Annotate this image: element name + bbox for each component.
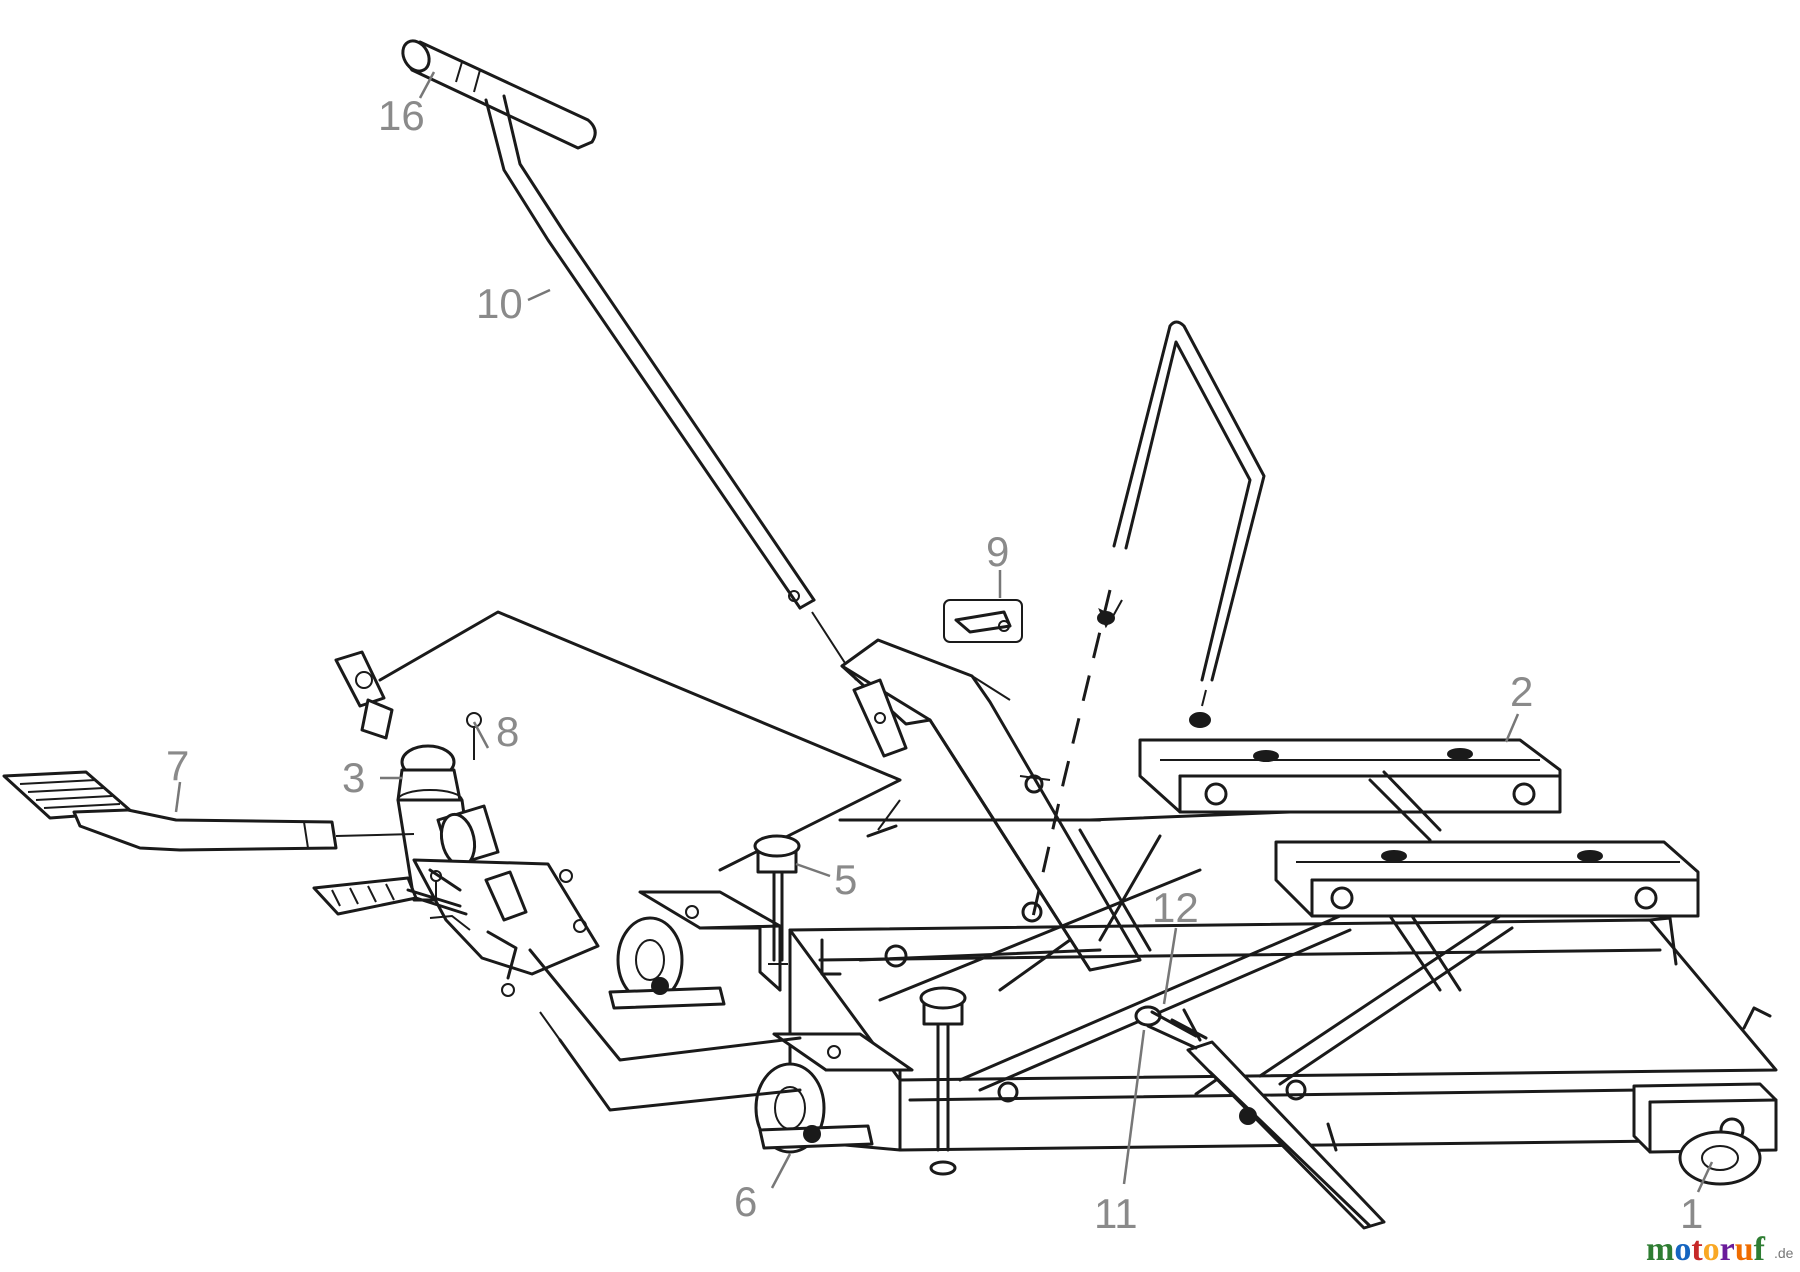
callout-leaders: [174, 71, 1714, 1193]
callout-11: 11: [1094, 1190, 1138, 1237]
pivot-pin: [1134, 1005, 1202, 1050]
watermark-letter: m: [1646, 1231, 1674, 1268]
rear-wheel-box: [1632, 1082, 1778, 1186]
callout-6: 6: [734, 1178, 757, 1225]
hydraulic-pump: [334, 650, 500, 902]
watermark-tld: .de: [1774, 1245, 1794, 1261]
handle-lever-bar: [484, 94, 857, 681]
callout-5: 5: [834, 856, 857, 903]
lower-frame-outline: [528, 948, 802, 1112]
watermark-letter: o: [1703, 1231, 1720, 1268]
jack-screw-5: [753, 834, 801, 965]
callout-12: 12: [1152, 884, 1199, 931]
front-caster: [754, 1032, 914, 1154]
rear-caster: [608, 890, 782, 1010]
watermark-letter: f: [1754, 1231, 1766, 1268]
callout-16: 16: [378, 92, 425, 139]
foot-pedal: [2, 770, 415, 852]
watermark-letter: t: [1691, 1231, 1703, 1268]
callout-9: 9: [986, 528, 1009, 575]
wheel-chock-bar: [1170, 1018, 1386, 1230]
pump-base-plate: [412, 858, 600, 997]
lift-platform-front: [1274, 840, 1700, 918]
callout-1: 1: [1680, 1190, 1703, 1237]
safety-bar: [1028, 320, 1266, 931]
callout-2: 2: [1510, 668, 1533, 715]
callout-7: 7: [166, 742, 189, 789]
watermark-letter: o: [1674, 1231, 1691, 1268]
t-handle-grip: [401, 39, 597, 150]
watermark-letter: u: [1735, 1231, 1754, 1268]
svg-text:motoruf: motoruf: [1646, 1231, 1766, 1268]
front-support-arms: [838, 818, 1202, 1002]
watermark-logo: motoruf .de: [1646, 1231, 1794, 1268]
callout-3: 3: [342, 754, 365, 801]
lever-column-bracket: [840, 638, 1142, 972]
release-pedal: [312, 868, 468, 916]
jack-screw-6: [919, 986, 967, 1176]
scissor-arms: [958, 770, 1514, 1092]
clip-part: [943, 599, 1023, 643]
watermark-letter: r: [1720, 1231, 1735, 1268]
callout-8: 8: [496, 708, 519, 755]
pump-mount-frame: [378, 610, 902, 872]
callout-10: 10: [476, 280, 523, 327]
lift-platform-rear: [1138, 738, 1562, 814]
